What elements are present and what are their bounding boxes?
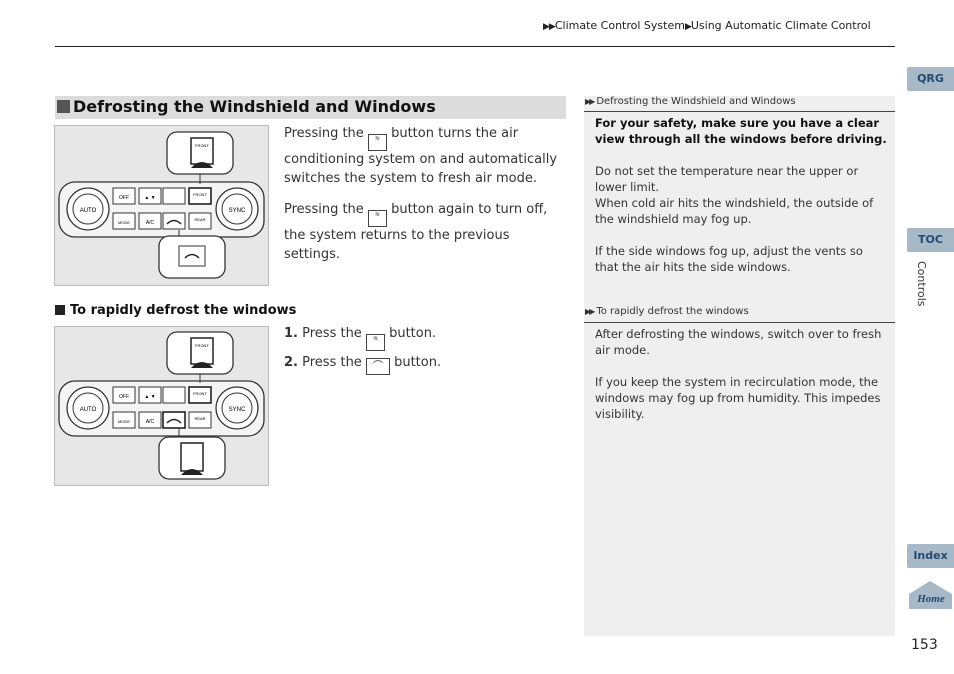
section-title: Defrosting the Windshield and Windows xyxy=(73,97,436,116)
note2-heading: ▶▶To rapidly defrost the windows xyxy=(585,306,749,317)
note1-rule xyxy=(584,111,895,112)
breadcrumb-arrow-icon: ▶ xyxy=(684,22,692,32)
note1-heading: ▶▶Defrosting the Windshield and Windows xyxy=(585,96,796,107)
svg-text:REAR: REAR xyxy=(194,217,205,222)
intro-paragraph-1: Pressing the ≋ button turns the air cond… xyxy=(284,125,566,188)
svg-text:OFF: OFF xyxy=(119,195,129,201)
svg-text:▲ ▼: ▲ ▼ xyxy=(144,394,155,400)
home-button[interactable]: Home xyxy=(907,580,954,610)
note-marker-icon: ▶▶ xyxy=(585,97,595,106)
svg-text:A/C: A/C xyxy=(146,220,155,226)
note1-paragraph-2: When cold air hits the windshield, the o… xyxy=(595,196,874,226)
breadcrumb-item-automatic[interactable]: Using Automatic Climate Control xyxy=(690,19,871,32)
svg-text:FRONT: FRONT xyxy=(193,391,207,396)
front-defrost-button-icon: ≋ xyxy=(365,334,385,351)
breadcrumb-item-climate[interactable]: Climate Control System xyxy=(554,19,685,32)
para2-post: button again to turn off, the system ret… xyxy=(284,202,548,262)
step-1-number: 1. xyxy=(284,326,298,341)
para2-pre: Pressing the xyxy=(284,202,364,217)
subsection-title-text: To rapidly defrost the windows xyxy=(70,303,297,318)
svg-text:Home: Home xyxy=(916,593,945,605)
breadcrumb-arrow-icon: ▶▶ xyxy=(543,22,556,32)
svg-text:FRONT: FRONT xyxy=(193,192,207,197)
qrg-tab[interactable]: QRG xyxy=(907,67,954,91)
svg-text:AUTO: AUTO xyxy=(80,208,97,214)
svg-text:SYNC: SYNC xyxy=(229,208,246,214)
svg-text:AUTO: AUTO xyxy=(80,407,97,413)
step-1: 1. Press the ≋ button. xyxy=(284,325,566,351)
header-rule xyxy=(55,46,895,47)
note2-body: After defrosting the windows, switch ove… xyxy=(595,326,887,422)
para1-post: button turns the air conditioning system… xyxy=(284,126,558,186)
note1-paragraph-3: If the side windows fog up, adjust the v… xyxy=(595,244,863,274)
sidebar-notes: ▶▶Defrosting the Windshield and Windows … xyxy=(584,96,895,636)
section-title-bar: Defrosting the Windshield and Windows xyxy=(55,96,566,119)
safety-warning: For your safety, make sure you have a cl… xyxy=(595,116,887,146)
climate-panel-drawing: AUTO SYNC OFF ▲ ▼ MODE A/C FRONT REAR FR… xyxy=(58,331,265,480)
step-1-post: button. xyxy=(389,326,437,341)
toc-tab[interactable]: TOC xyxy=(907,228,954,252)
recirculation-button-icon: ⌒ xyxy=(365,358,390,375)
note-marker-icon: ▶▶ xyxy=(585,307,595,316)
svg-text:FRONT: FRONT xyxy=(195,343,209,348)
square-bullet-icon xyxy=(55,305,65,315)
note1-paragraph-1: Do not set the temperature near the uppe… xyxy=(595,164,859,194)
climate-panel-illustration-2: AUTO SYNC OFF ▲ ▼ MODE A/C FRONT REAR FR… xyxy=(54,326,269,486)
front-defrost-button-icon: ≋ xyxy=(367,134,387,151)
home-icon: Home xyxy=(909,581,952,609)
step-2-number: 2. xyxy=(284,355,298,370)
step-2-pre: Press the xyxy=(302,355,362,370)
page-number: 153 xyxy=(911,637,938,653)
index-tab[interactable]: Index xyxy=(907,544,954,568)
svg-text:▲ ▼: ▲ ▼ xyxy=(144,195,155,201)
svg-text:OFF: OFF xyxy=(119,394,129,400)
intro-paragraph-2: Pressing the ≋ button again to turn off,… xyxy=(284,201,566,264)
para1-pre: Pressing the xyxy=(284,126,364,141)
svg-text:A/C: A/C xyxy=(146,419,155,425)
climate-panel-illustration-1: AUTO SYNC OFF ▲ ▼ MODE A/C FRONT REAR FR… xyxy=(54,125,269,286)
note2-rule xyxy=(584,322,895,323)
step-1-pre: Press the xyxy=(302,326,362,341)
square-bullet-icon xyxy=(57,100,70,113)
climate-panel-drawing: AUTO SYNC OFF ▲ ▼ MODE A/C FRONT REAR FR… xyxy=(58,131,265,279)
breadcrumb: ▶▶Climate Control System▶Using Automatic… xyxy=(543,19,871,32)
front-defrost-button-icon: ≋ xyxy=(367,210,387,227)
step-2-post: button. xyxy=(394,355,442,370)
svg-text:REAR: REAR xyxy=(194,416,205,421)
svg-text:MODE: MODE xyxy=(118,419,130,424)
svg-text:FRONT: FRONT xyxy=(195,143,209,148)
svg-text:MODE: MODE xyxy=(118,220,130,225)
note2-paragraph-1: After defrosting the windows, switch ove… xyxy=(595,327,882,357)
svg-text:SYNC: SYNC xyxy=(229,407,246,413)
note1-body: For your safety, make sure you have a cl… xyxy=(595,115,887,275)
step-2: 2. Press the ⌒ button. xyxy=(284,354,566,375)
subsection-title: To rapidly defrost the windows xyxy=(55,303,296,318)
note2-paragraph-2: If you keep the system in recirculation … xyxy=(595,375,881,421)
section-label: Controls xyxy=(915,261,928,307)
